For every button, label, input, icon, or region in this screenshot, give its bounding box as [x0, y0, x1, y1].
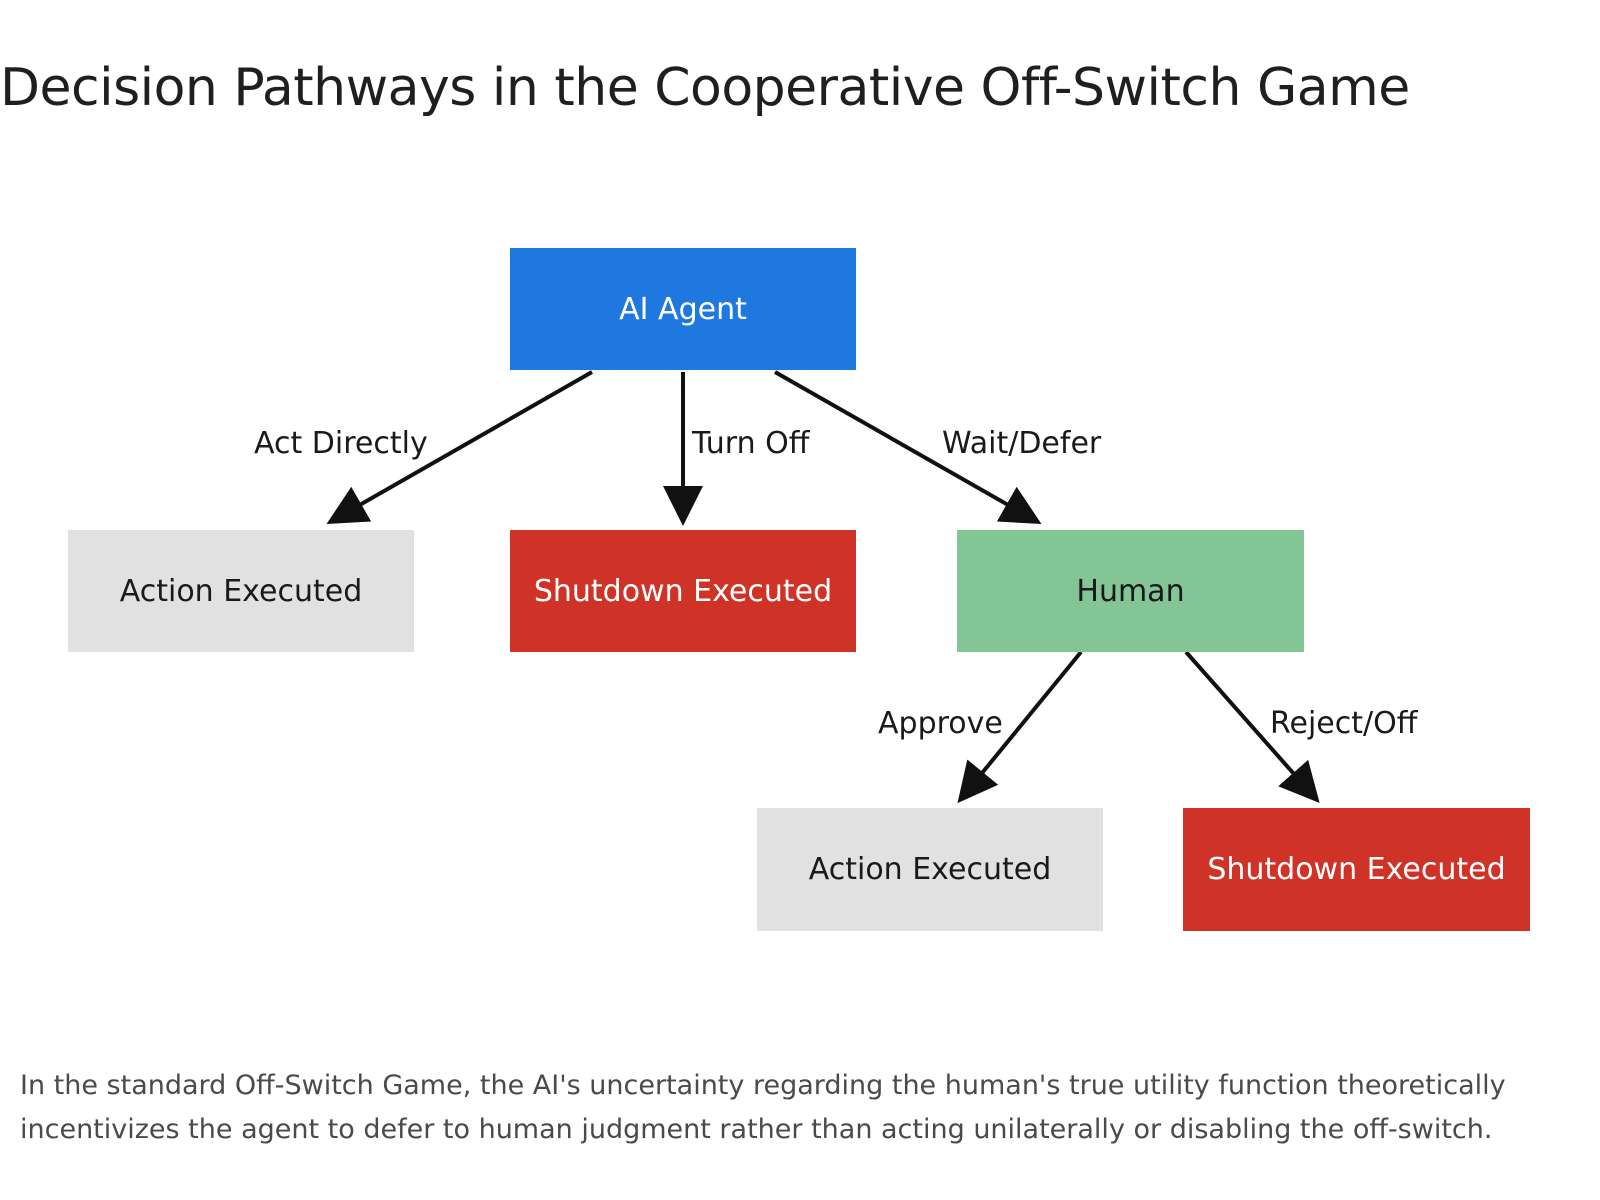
node-shutdown-executed-left-label: Shutdown Executed: [533, 573, 833, 609]
node-shutdown-executed-left: Shutdown Executed: [510, 530, 856, 652]
edge-label-approve: Approve: [878, 706, 1003, 741]
node-action-executed-left-label: Action Executed: [119, 573, 363, 609]
figure-caption: In the standard Off-Switch Game, the AI'…: [20, 1070, 1506, 1145]
node-human-label: Human: [1076, 573, 1185, 609]
node-human: Human: [957, 530, 1304, 652]
edge-label-wait-defer: Wait/Defer: [942, 426, 1102, 461]
edge-label-reject-off: Reject/Off: [1270, 706, 1418, 741]
edge-wait-defer: [774, 370, 1042, 524]
node-ai-agent-label: AI Agent: [619, 291, 747, 327]
page-title: Decision Pathways in the Cooperative Off…: [0, 58, 1410, 118]
node-shutdown-executed-right-label: Shutdown Executed: [1207, 852, 1506, 887]
node-ai-agent: AI Agent: [510, 248, 856, 370]
edge-reject-off: [1184, 650, 1320, 803]
node-action-executed-left: Action Executed: [68, 530, 414, 652]
edge-label-act-directly: Act Directly: [254, 426, 428, 461]
edge-approve: [957, 650, 1083, 804]
node-action-executed-right-label: Action Executed: [808, 852, 1052, 887]
node-action-executed-right: Action Executed: [757, 808, 1103, 931]
node-shutdown-executed-right: Shutdown Executed: [1183, 808, 1530, 931]
edge-label-turn-off: Turn Off: [692, 426, 810, 461]
edge-act-directly: [326, 370, 593, 524]
